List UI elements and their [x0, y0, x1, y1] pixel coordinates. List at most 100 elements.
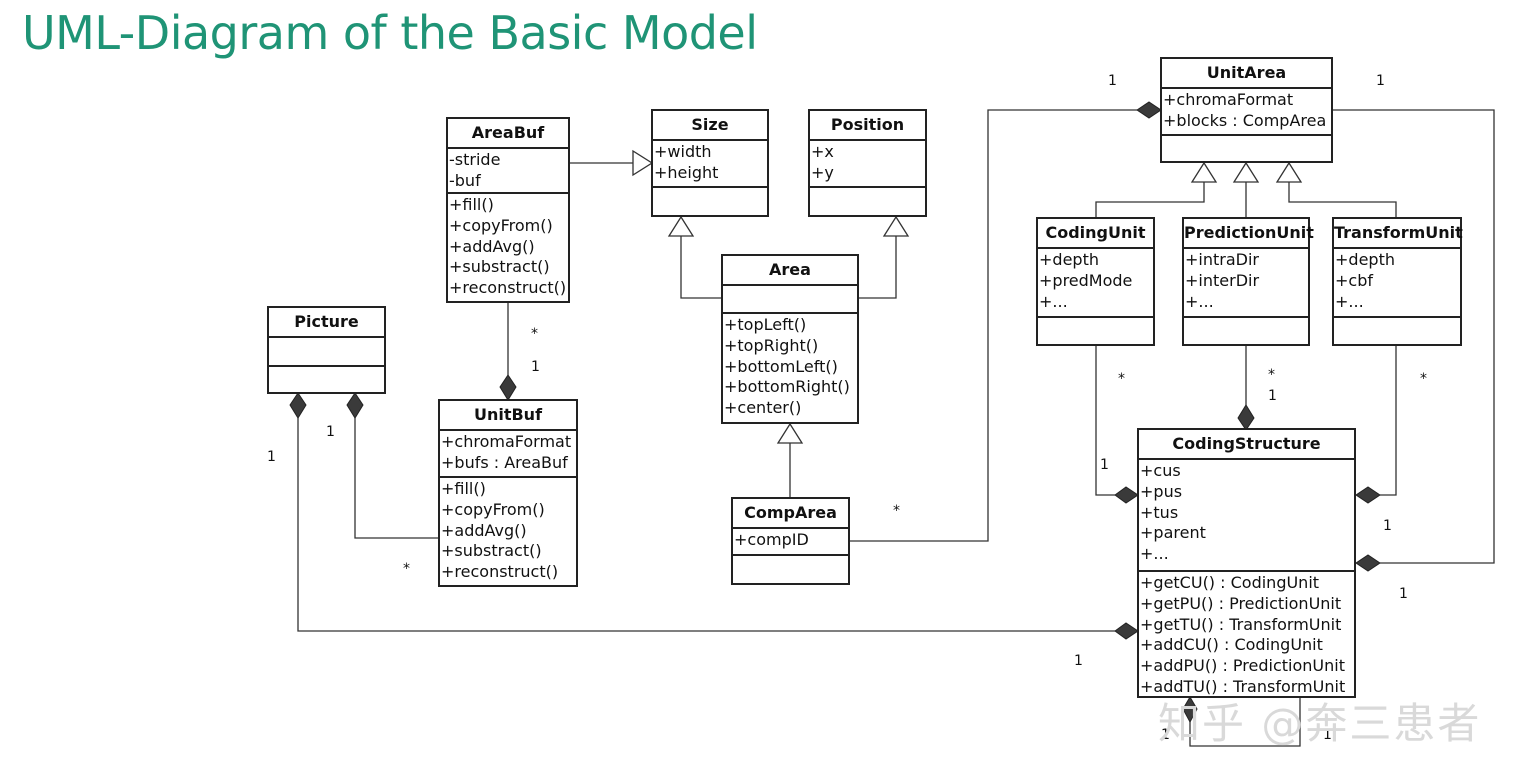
class-area[interactable]: Area +topLeft() +topRight() +bottomLeft(… [721, 254, 859, 424]
class-unitarea[interactable]: UnitArea +chromaFormat +blocks : CompAre… [1160, 57, 1333, 163]
class-name: CompArea [733, 499, 848, 529]
attributes-section: +width +height [653, 141, 767, 188]
method: +copyFrom() [449, 215, 553, 235]
multiplicity-label: 1 [1268, 388, 1277, 404]
class-picture[interactable]: Picture [267, 306, 386, 394]
method: +topRight() [724, 335, 819, 355]
composition-diamond [1237, 404, 1255, 431]
page-title: UML-Diagram of the Basic Model [22, 6, 758, 60]
composition-diamond [1114, 486, 1139, 504]
multiplicity-label: * [531, 326, 538, 342]
multiplicity-label: * [1118, 371, 1125, 387]
method: +addTU() : TransformUnit [1140, 676, 1346, 696]
method: +copyFrom() [441, 499, 545, 519]
multiplicity-label: 1 [1108, 73, 1117, 89]
attribute: +bufs : AreaBuf [441, 452, 568, 472]
multiplicity-label: * [1268, 367, 1275, 383]
attribute: +... [1140, 544, 1169, 564]
attribute: +... [1039, 291, 1068, 311]
attributes-section: -stride -buf [448, 149, 568, 194]
method: +bottomRight() [724, 377, 850, 397]
class-name: UnitBuf [440, 401, 576, 431]
class-name: CodingUnit [1038, 219, 1153, 249]
class-name: Picture [269, 308, 384, 338]
multiplicity-label: * [1420, 371, 1427, 387]
attributes-section: +cus +pus +tus +parent +... [1139, 460, 1354, 572]
watermark: 知乎 @奔三患者 [1158, 699, 1482, 748]
method: +fill() [449, 195, 494, 214]
multiplicity-label: 1 [531, 359, 540, 375]
class-unitbuf[interactable]: UnitBuf +chromaFormat +bufs : AreaBuf +f… [438, 399, 578, 587]
method: +addAvg() [449, 236, 535, 256]
attribute: +cbf [1335, 270, 1373, 290]
attribute: +y [811, 162, 834, 182]
attribute: +height [654, 162, 719, 182]
class-codingunit[interactable]: CodingUnit +depth +predMode +... [1036, 217, 1155, 346]
method: +addCU() : CodingUnit [1140, 635, 1323, 655]
attribute: +chromaFormat [1163, 90, 1294, 109]
method: +reconstruct() [441, 562, 559, 582]
attribute: +tus [1140, 502, 1179, 522]
generalization-arrow [882, 215, 910, 237]
attribute: +chromaFormat [441, 432, 572, 451]
methods-section [733, 556, 848, 558]
generalization-arrow [667, 215, 695, 237]
methods-section [653, 188, 767, 190]
multiplicity-label: 1 [267, 449, 276, 465]
attribute: +blocks : CompArea [1163, 110, 1327, 130]
class-codingstructure[interactable]: CodingStructure +cus +pus +tus +parent +… [1137, 428, 1356, 698]
multiplicity-label: 1 [1074, 653, 1083, 669]
multiplicity-label: * [403, 561, 410, 577]
composition-diamond [1355, 486, 1381, 504]
class-size[interactable]: Size +width +height [651, 109, 769, 217]
class-name: CodingStructure [1139, 430, 1354, 460]
methods-section: +topLeft() +topRight() +bottomLeft() +bo… [723, 314, 857, 420]
composition-diamond [1182, 696, 1198, 724]
attribute: +compID [734, 530, 809, 549]
attribute: +depth [1039, 250, 1099, 269]
multiplicity-label: 1 [326, 424, 335, 440]
methods-section [1184, 318, 1308, 320]
attribute: +predMode [1039, 270, 1133, 290]
methods-section [1038, 318, 1153, 320]
method: +bottomLeft() [724, 356, 838, 376]
attributes-section: +intraDir +interDir +... [1184, 249, 1308, 318]
class-predictionunit[interactable]: PredictionUnit +intraDir +interDir +... [1182, 217, 1314, 346]
multiplicity-label: 1 [1399, 586, 1408, 602]
class-name: AreaBuf [448, 119, 568, 149]
class-areabuf[interactable]: AreaBuf -stride -buf +fill() +copyFrom()… [446, 117, 570, 303]
attribute: +... [1335, 291, 1364, 311]
method: +getPU() : PredictionUnit [1140, 593, 1342, 613]
attribute: -buf [449, 170, 481, 190]
class-transformunit[interactable]: TransformUnit +depth +cbf +... [1332, 217, 1463, 346]
attributes-section: +depth +cbf +... [1334, 249, 1460, 318]
method: +reconstruct() [449, 278, 567, 298]
attributes-section: +chromaFormat +blocks : CompArea [1162, 89, 1331, 136]
class-name: Area [723, 256, 857, 286]
composition-diamond [1114, 622, 1139, 640]
methods-section: +fill() +copyFrom() +addAvg() +substract… [440, 478, 576, 584]
attribute: +... [1185, 291, 1214, 311]
attribute: +x [811, 142, 834, 161]
composition-diamond [1136, 101, 1162, 119]
attribute: +cus [1140, 461, 1181, 480]
generalization-arrow [1190, 161, 1218, 183]
multiplicity-label: 1 [1376, 73, 1385, 89]
attributes-section [269, 338, 384, 367]
attribute: +depth [1335, 250, 1395, 269]
methods-section [810, 188, 925, 190]
method: +fill() [441, 479, 486, 498]
methods-section: +fill() +copyFrom() +addAvg() +substract… [448, 194, 568, 300]
method: +addAvg() [441, 520, 527, 540]
class-name: UnitArea [1162, 59, 1331, 89]
multiplicity-label: 1 [1383, 518, 1392, 534]
composition-diamond [289, 392, 307, 419]
class-comparea[interactable]: CompArea +compID [731, 497, 850, 585]
attributes-section: +depth +predMode +... [1038, 249, 1153, 318]
attributes-section: +x +y [810, 141, 925, 188]
attribute: -stride [449, 150, 501, 169]
composition-diamond [346, 392, 364, 419]
class-position[interactable]: Position +x +y [808, 109, 927, 217]
class-name: PredictionUnit [1184, 219, 1314, 249]
